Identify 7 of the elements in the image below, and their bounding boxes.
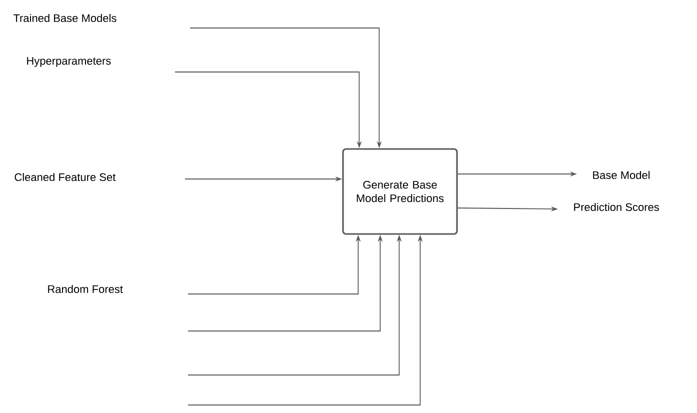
output-label: Prediction Scores (574, 202, 659, 212)
process-box: Generate Base Model Predictions (342, 148, 458, 235)
input-label: Hyperparameters (27, 57, 111, 67)
input-label: Trained Base Models (13, 14, 116, 22)
input-label: Random Forest (48, 284, 123, 294)
input-label: Cleaned Feature Set (14, 172, 116, 182)
output-label: Base Model (593, 170, 650, 180)
